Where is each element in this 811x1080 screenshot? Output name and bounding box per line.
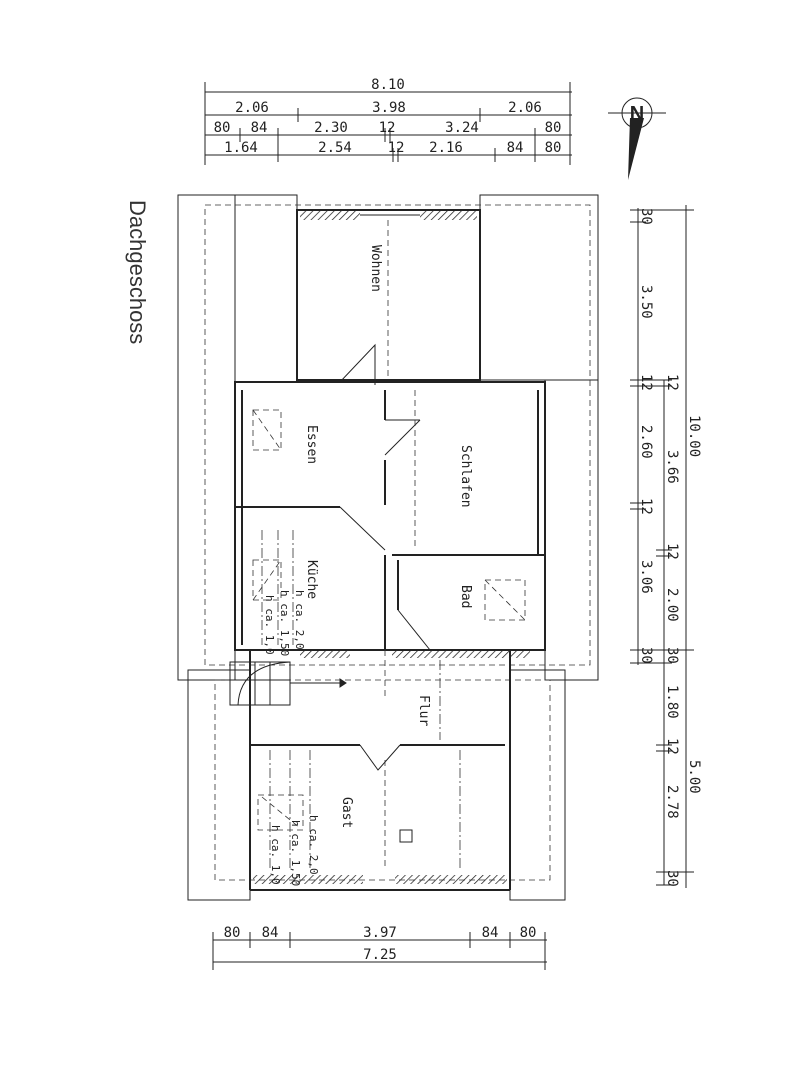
svg-text:10.00: 10.00 — [686, 415, 702, 457]
svg-text:80: 80 — [214, 120, 231, 136]
svg-text:h ca. 1,50: h ca. 1,50 — [289, 820, 302, 886]
svg-text:3.98: 3.98 — [372, 100, 406, 116]
svg-text:30: 30 — [638, 208, 654, 225]
staircase — [229, 661, 347, 706]
right-dimensions — [630, 205, 694, 888]
svg-text:7.25: 7.25 — [363, 947, 397, 963]
room-flur: Flur — [416, 695, 431, 726]
svg-text:3.66: 3.66 — [664, 450, 680, 484]
room-schlafen: Schlafen — [458, 445, 473, 508]
room-gast: Gast — [339, 797, 354, 828]
svg-text:80: 80 — [224, 925, 241, 941]
svg-text:80: 80 — [520, 925, 537, 941]
svg-text:84: 84 — [482, 925, 499, 941]
svg-text:12: 12 — [379, 120, 396, 136]
svg-text:2.60: 2.60 — [638, 425, 654, 459]
svg-text:2.00: 2.00 — [664, 588, 680, 622]
svg-text:h ca. 2,0: h ca. 2,0 — [293, 590, 306, 650]
svg-text:h ca. 1,50: h ca. 1,50 — [278, 590, 291, 656]
svg-text:12: 12 — [638, 498, 654, 515]
svg-text:84: 84 — [262, 925, 279, 941]
svg-text:2.30: 2.30 — [314, 120, 348, 136]
svg-text:12: 12 — [638, 374, 654, 391]
drawing-title: Dachgeschoss — [125, 200, 150, 344]
bottom-dimensions — [212, 932, 547, 970]
svg-text:3.50: 3.50 — [638, 285, 654, 319]
room-kueche: Küche — [304, 560, 319, 599]
walls — [234, 209, 546, 891]
svg-text:1.80: 1.80 — [664, 685, 680, 719]
svg-text:5.00: 5.00 — [686, 760, 702, 794]
svg-text:2.54: 2.54 — [318, 140, 352, 156]
svg-text:h ca. 1,0: h ca. 1,0 — [263, 595, 276, 655]
svg-text:80: 80 — [545, 120, 562, 136]
svg-text:12: 12 — [664, 374, 680, 391]
svg-text:84: 84 — [251, 120, 268, 136]
svg-text:12: 12 — [664, 738, 680, 755]
svg-text:30: 30 — [664, 647, 680, 664]
svg-text:3.24: 3.24 — [445, 120, 479, 136]
skylights — [252, 390, 526, 870]
top-dimension-labels: 8.10 2.06 3.98 2.06 80 84 2.30 12 3.24 8… — [214, 77, 562, 156]
svg-text:h ca. 1,0: h ca. 1,0 — [269, 825, 282, 885]
svg-text:2.16: 2.16 — [429, 140, 463, 156]
room-essen: Essen — [304, 425, 319, 464]
svg-text:80: 80 — [545, 140, 562, 156]
north-label: N — [630, 103, 644, 125]
svg-text:h ca. 2,0: h ca. 2,0 — [307, 815, 320, 875]
bottom-dimension-labels: 80 84 3.97 84 80 7.25 — [224, 925, 537, 963]
svg-text:1.64: 1.64 — [224, 140, 258, 156]
svg-text:30: 30 — [638, 647, 654, 664]
svg-text:3.97: 3.97 — [363, 925, 397, 941]
top-dimensions — [204, 82, 572, 165]
height-labels: h ca. 2,0 h ca. 1,50 h ca. 1,0 h ca. 2,0… — [263, 590, 320, 886]
svg-text:84: 84 — [507, 140, 524, 156]
svg-text:3.06: 3.06 — [638, 560, 654, 594]
north-arrow-icon: N — [608, 97, 666, 180]
svg-text:2.06: 2.06 — [508, 100, 542, 116]
svg-text:30: 30 — [664, 870, 680, 887]
svg-text:12: 12 — [388, 140, 405, 156]
room-bad: Bad — [458, 585, 473, 608]
svg-text:8.10: 8.10 — [371, 77, 405, 93]
svg-text:2.78: 2.78 — [664, 785, 680, 819]
room-wohnen: Wohnen — [368, 245, 383, 292]
room-labels: Wohnen Essen Küche Schlafen Bad Flur Gas… — [304, 245, 473, 828]
svg-text:2.06: 2.06 — [235, 100, 269, 116]
right-dimension-labels: 30 3.50 12 2.60 12 3.06 30 12 3.66 12 2.… — [638, 208, 702, 887]
svg-text:12: 12 — [664, 543, 680, 560]
